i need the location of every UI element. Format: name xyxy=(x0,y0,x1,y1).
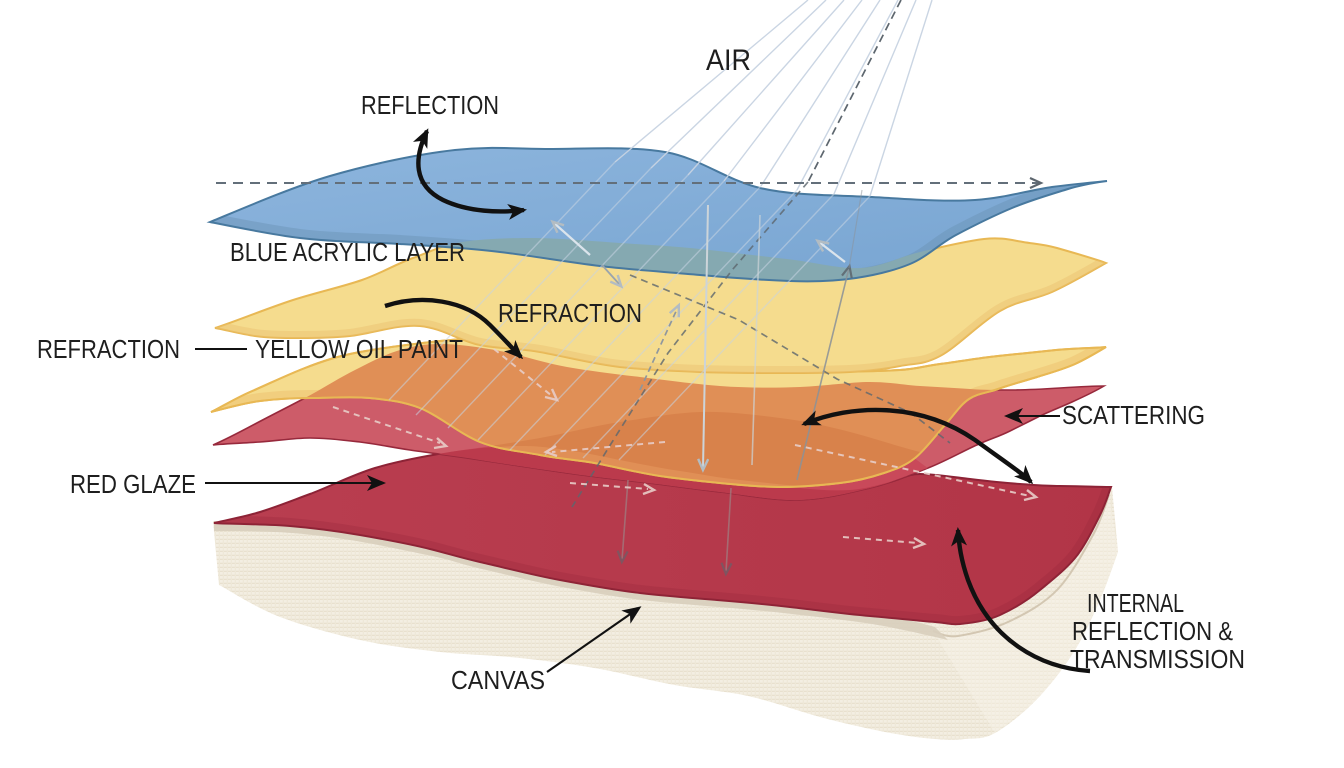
svg-text:RED GLAZE: RED GLAZE xyxy=(70,469,196,499)
svg-text:SCATTERING: SCATTERING xyxy=(1062,400,1205,430)
svg-text:REFRACTION: REFRACTION xyxy=(498,298,642,328)
svg-text:REFLECTION: REFLECTION xyxy=(361,90,499,120)
svg-text:YELLOW OIL PAINT: YELLOW OIL PAINT xyxy=(255,334,463,364)
svg-text:INTERNAL: INTERNAL xyxy=(1087,588,1184,618)
svg-text:CANVAS: CANVAS xyxy=(451,665,545,695)
svg-text:REFLECTION &: REFLECTION & xyxy=(1072,616,1233,646)
svg-text:AIR: AIR xyxy=(706,44,751,77)
svg-text:REFRACTION: REFRACTION xyxy=(37,334,180,364)
svg-text:TRANSMISSION: TRANSMISSION xyxy=(1070,644,1245,674)
svg-text:BLUE ACRYLIC LAYER: BLUE ACRYLIC LAYER xyxy=(230,237,465,267)
